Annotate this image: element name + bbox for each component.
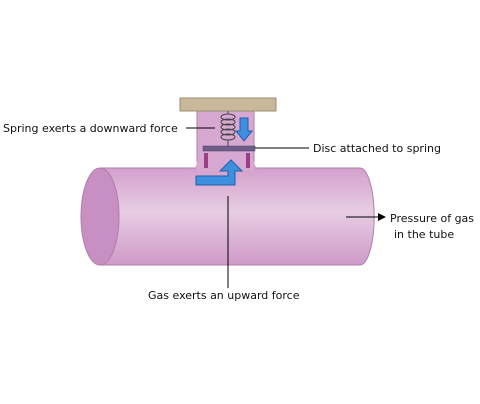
pressure-label-line1: Pressure of gas (390, 212, 475, 225)
spring-coil-icon (220, 111, 236, 146)
pressure-label-line2: in the tube (394, 228, 455, 241)
spring-label: Spring exerts a downward force (3, 122, 178, 135)
disc-label: Disc attached to spring (313, 142, 441, 155)
tube-body (99, 167, 375, 266)
post-right (246, 153, 250, 168)
leader-lines (186, 127, 378, 288)
down-arrow-icon (234, 117, 254, 142)
pressure-arrowhead (378, 213, 386, 221)
tube-left-end (80, 167, 120, 266)
disc (202, 145, 256, 152)
valve-cap (179, 97, 277, 112)
gas-label: Gas exerts an upward force (148, 289, 300, 302)
post-left (204, 153, 208, 168)
bent-up-arrow-icon (195, 159, 244, 186)
